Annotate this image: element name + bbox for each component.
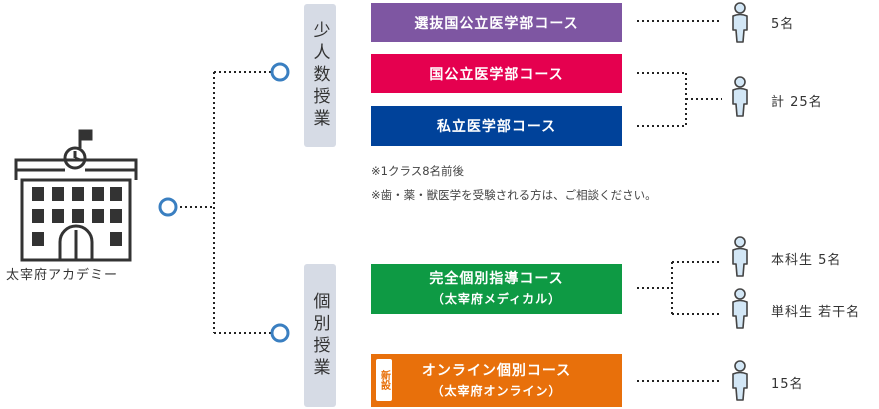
- count-total: 計 25名: [771, 95, 823, 110]
- group-node-individual: [270, 323, 290, 343]
- note-class-size: ※1クラス8名前後: [371, 164, 465, 178]
- new-badge: 新設: [376, 359, 392, 401]
- course-label: 国公立医学部コース: [429, 66, 564, 83]
- count-regular: 本科生 5名: [771, 253, 842, 268]
- course-selective-national-medical[interactable]: 選抜国公立医学部コース: [371, 3, 622, 42]
- count-online: 15名: [771, 377, 804, 392]
- person-icon: [732, 360, 748, 401]
- course-sublabel: （太宰府メディカル）: [431, 292, 562, 306]
- group-label-individual: 個別授業: [304, 264, 336, 407]
- group-label-small-class: 少人数授業: [304, 4, 336, 147]
- count-selective: 5名: [771, 17, 795, 32]
- group-node-small: [270, 62, 290, 82]
- course-label: 選抜国公立医学部コース: [414, 15, 579, 32]
- course-private-medical[interactable]: 私立医学部コース: [371, 106, 622, 146]
- count-single-subject: 単科生 若干名: [771, 305, 861, 320]
- school-building-icon: [14, 129, 138, 262]
- course-label: 完全個別指導コース: [429, 271, 564, 287]
- school-name: 太宰府アカデミー: [6, 268, 119, 283]
- note-consultation: ※歯・薬・獣医学を受験される方は、ご相談ください。: [371, 188, 657, 202]
- person-icon: [732, 236, 748, 277]
- person-icon: [732, 2, 748, 43]
- course-label: オンライン個別コース: [421, 362, 572, 379]
- person-icon: [732, 76, 748, 117]
- course-sublabel: （太宰府オンライン）: [431, 383, 562, 398]
- course-full-individual[interactable]: 完全個別指導コース （太宰府メディカル）: [371, 264, 622, 314]
- course-label: 私立医学部コース: [436, 119, 557, 135]
- person-icon: [732, 288, 748, 329]
- course-online-individual[interactable]: オンライン個別コース （太宰府オンライン）: [371, 354, 622, 407]
- school-node: [158, 197, 178, 217]
- course-national-medical[interactable]: 国公立医学部コース: [371, 54, 622, 93]
